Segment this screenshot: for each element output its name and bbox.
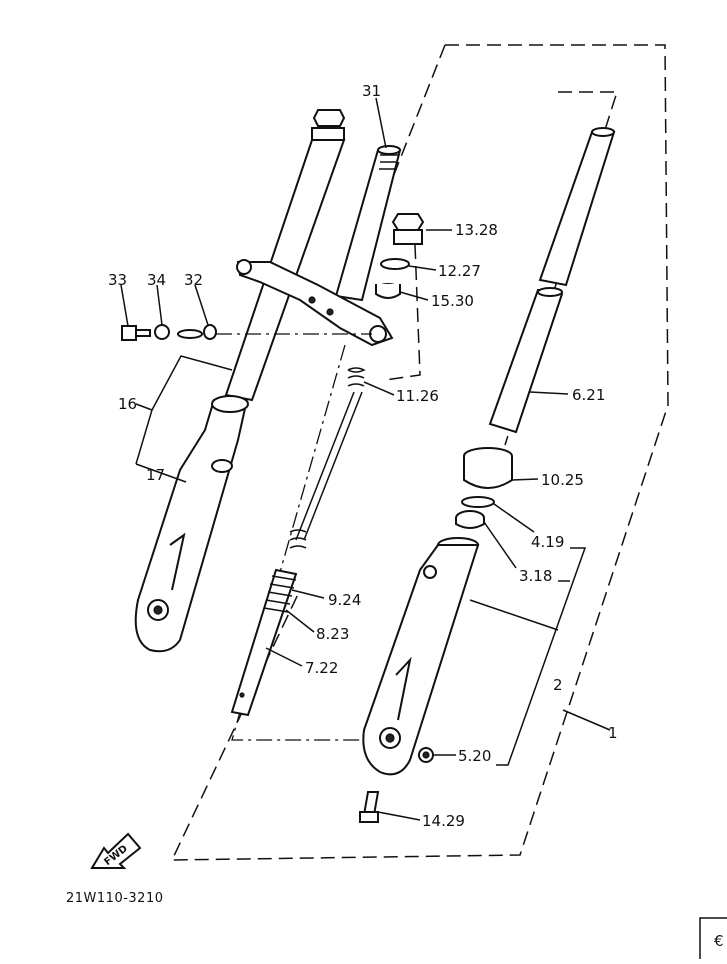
oil-seal-body	[455, 518, 485, 529]
dust-seal-10	[463, 447, 513, 489]
callout-labels: 31 13.28 12.27 15.30 33 34 32 11.26 6.21…	[108, 82, 618, 830]
callout-5: 5.20	[458, 747, 491, 765]
spring-11	[289, 367, 366, 549]
washer-5	[418, 747, 434, 763]
outer-tube-body	[362, 544, 480, 776]
callout-11: 11.26	[396, 387, 439, 405]
o-ring-12	[380, 258, 410, 270]
caliper-bracket-right	[395, 656, 412, 721]
corner-label: €	[714, 932, 724, 950]
retaining-clip-4	[461, 496, 495, 508]
callout-15: 15.30	[431, 292, 474, 310]
inner-tube-top	[591, 127, 615, 137]
outer-tube-boss	[423, 565, 437, 579]
assembly-boundary	[170, 44, 669, 861]
inner-tube-lower	[488, 288, 564, 434]
callout-7: 7.22	[305, 659, 338, 677]
leader-lines	[120, 97, 611, 821]
axle-center-left	[153, 605, 163, 615]
damper-rod-rings	[263, 575, 297, 613]
bolt-14-head	[359, 811, 379, 823]
callout-13: 13.28	[455, 221, 498, 239]
spring-11-edge-b	[303, 391, 363, 541]
callout-16: 16	[118, 395, 137, 413]
callout-10: 10.25	[541, 471, 584, 489]
bracket-clamp-left	[236, 259, 252, 275]
bracket-hole-2	[326, 308, 334, 316]
clip-32-eye	[203, 324, 217, 340]
bolt-33-head	[121, 325, 137, 341]
oil-seal-3	[455, 510, 485, 529]
axle-center-right	[385, 733, 395, 743]
cap-bolt-13-body	[393, 229, 423, 245]
cap-bolt-base	[311, 127, 345, 141]
damper-rod-body	[230, 568, 298, 717]
clip-32	[177, 324, 217, 340]
cap-bolt-13	[391, 213, 425, 245]
outer-tube-2	[362, 537, 480, 776]
bolt-14	[359, 791, 380, 823]
callout-8: 8.23	[316, 625, 349, 643]
stem-top	[377, 145, 401, 155]
damper-rod-hole	[239, 692, 245, 698]
stem-shaft	[334, 149, 402, 302]
callout-1: 1	[608, 724, 618, 742]
callout-33: 33	[108, 271, 127, 289]
inner-tube-6	[488, 127, 616, 434]
spring-11-top-coils	[347, 367, 366, 387]
dust-seal-body	[463, 456, 513, 489]
callout-2: 2	[553, 676, 563, 694]
callout-17: 17	[146, 466, 165, 484]
damper-boundary	[231, 344, 395, 741]
damper-rod-7	[230, 568, 298, 717]
bolt-33-shank	[135, 329, 151, 337]
stem-boundary	[384, 244, 421, 381]
caliper-bracket-left	[169, 532, 186, 591]
inner-tube-upper	[538, 131, 616, 287]
clip-32-ring	[177, 329, 203, 339]
boss-left	[211, 459, 233, 473]
cap-bolt-13-head	[391, 213, 425, 231]
spring-11-edge-a	[295, 391, 355, 541]
callout-9: 9.24	[328, 591, 361, 609]
callout-32: 32	[184, 271, 203, 289]
callout-4: 4.19	[531, 533, 564, 551]
callout-12: 12.27	[438, 262, 481, 280]
under-bracket	[236, 259, 394, 347]
figure-code: 21W110-3210	[66, 891, 163, 906]
cap-bolt-left	[312, 109, 346, 127]
washer-5-inner	[422, 751, 430, 759]
fwd-arrow-icon	[90, 832, 142, 869]
steering-stem	[334, 145, 402, 302]
bolt-33	[121, 325, 151, 341]
spring-11-bottom-coils	[289, 529, 307, 549]
callout-34: 34	[147, 271, 166, 289]
collar-15-body	[375, 284, 401, 299]
corner-box: €	[699, 917, 727, 959]
collar-15	[375, 283, 401, 299]
callout-14: 14.29	[422, 812, 465, 830]
fwd-arrow: FWD	[90, 832, 142, 869]
callout-3: 3.18	[519, 567, 552, 585]
bracket-body	[236, 261, 394, 347]
bracket-hole-1	[308, 296, 316, 304]
callout-31: 31	[362, 82, 381, 100]
inner-tube-break	[537, 287, 563, 297]
bracket-clamp-right	[369, 325, 387, 343]
callout-6: 6.21	[572, 386, 605, 404]
washer-34	[154, 324, 170, 340]
seal-ring-left	[211, 395, 249, 413]
